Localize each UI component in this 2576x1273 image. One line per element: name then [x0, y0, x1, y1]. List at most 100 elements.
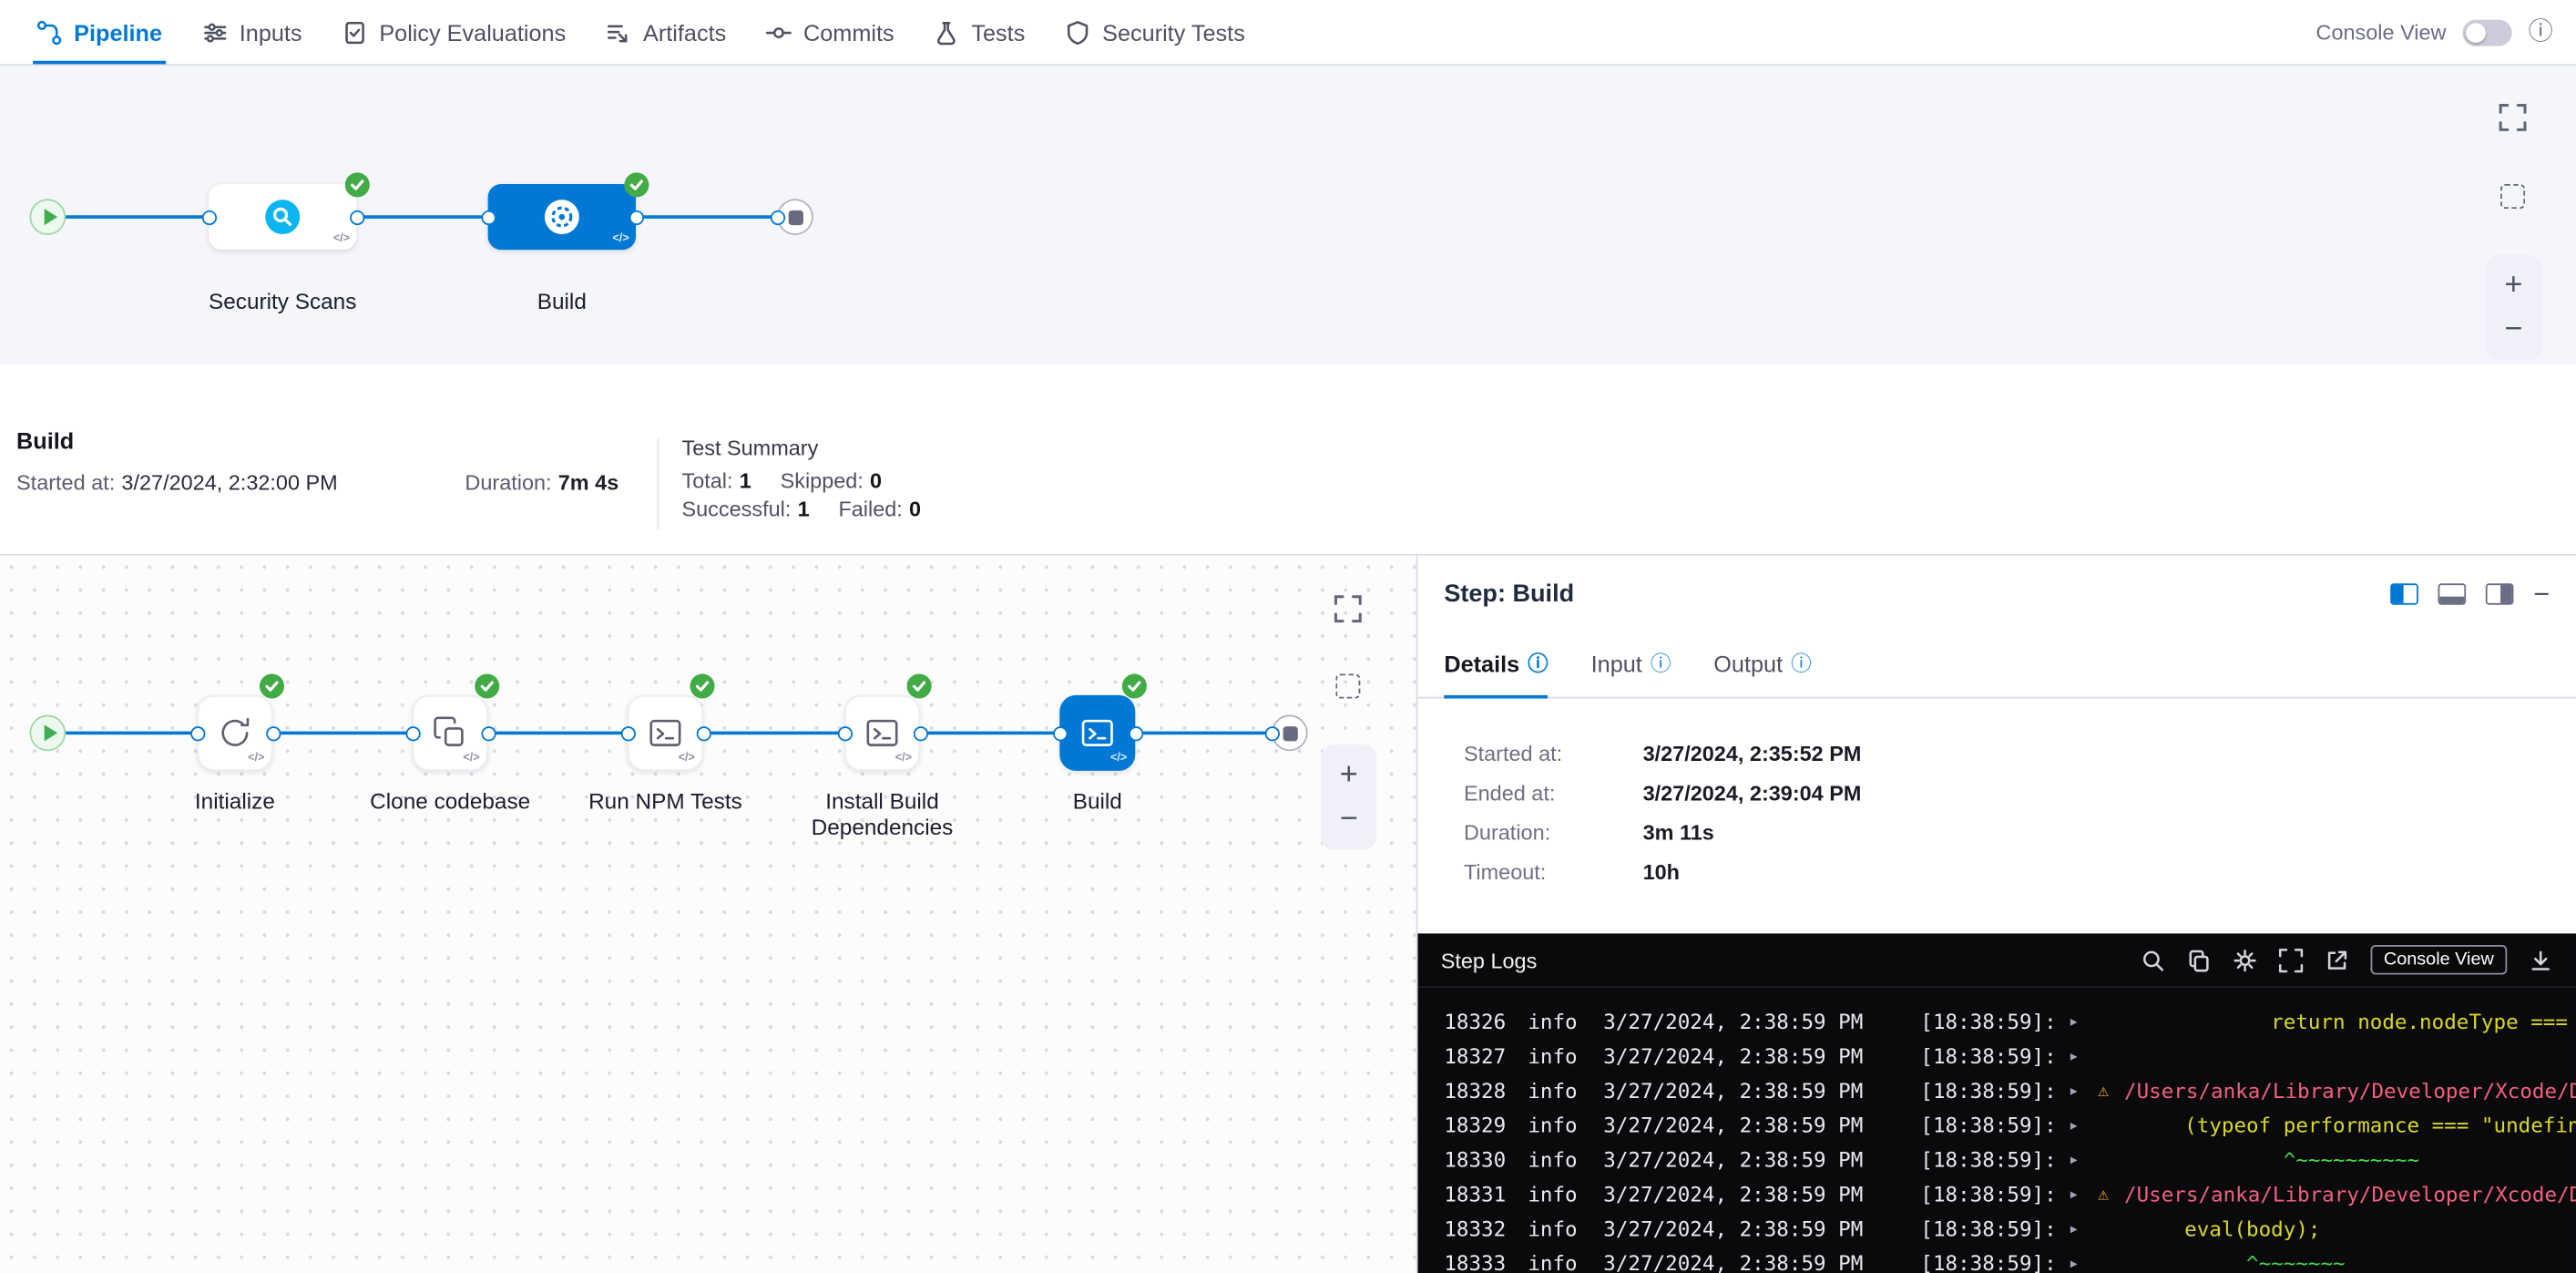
minimize-icon[interactable]: − [2533, 580, 2550, 608]
log-time-tag: [18:38:59]: [1920, 1108, 2068, 1143]
external-link-icon[interactable] [2325, 948, 2349, 972]
step-node-build[interactable]: </> [1059, 695, 1135, 771]
success-badge [690, 673, 714, 698]
layout-bottom-icon[interactable] [2438, 582, 2467, 603]
zoom-in-button[interactable]: + [2504, 269, 2522, 300]
log-line: 18331info3/27/2024, 2:38:59 PM[18:38:59]… [1444, 1176, 2576, 1211]
test-summary-line: Successful:1 Failed:0 [681, 495, 944, 523]
layout-split-icon[interactable] [2390, 582, 2418, 603]
step-graph-canvas[interactable]: </> </> </> </> </> [0, 556, 1416, 1273]
fullscreen-icon[interactable] [2278, 948, 2303, 972]
search-icon[interactable] [2141, 948, 2165, 972]
expand-arrow-icon[interactable]: ▸ [2069, 1246, 2098, 1273]
code-icon: </> [463, 753, 479, 765]
step-label: Initialize [195, 789, 275, 816]
marquee-select-button[interactable] [1335, 673, 1360, 698]
port-dot [1052, 725, 1067, 740]
fullscreen-icon [1334, 595, 1362, 623]
duration: Duration:7m 4s [465, 470, 618, 495]
tab-security-tests[interactable]: Security Tests [1045, 0, 1264, 64]
tab-label: Output [1713, 651, 1783, 677]
log-level: info [1528, 1073, 1603, 1108]
tab-pipeline[interactable]: Pipeline [16, 0, 182, 64]
detail-row: Duration:3m 11s [1464, 820, 2576, 845]
download-icon[interactable] [2529, 948, 2553, 972]
tab-input[interactable]: Input ⓘ [1591, 631, 1671, 697]
log-level: info [1528, 1108, 1603, 1143]
log-line: 18330info3/27/2024, 2:38:59 PM[18:38:59]… [1444, 1142, 2576, 1176]
port-dot [189, 725, 204, 740]
stage-start-node[interactable] [29, 715, 66, 752]
zoom-in-button[interactable]: + [1340, 759, 1358, 790]
expand-arrow-icon[interactable]: ▸ [2069, 1004, 2098, 1039]
tab-policy-evaluations[interactable]: Policy Evaluations [322, 0, 586, 64]
port-dot [629, 210, 643, 224]
log-level: info [1528, 1176, 1603, 1211]
expand-arrow-icon[interactable]: ▸ [2069, 1108, 2098, 1143]
log-content: /Users/anka/Library/Developer/Xcode/De [2124, 1176, 2576, 1211]
layout-right-icon[interactable] [2486, 582, 2514, 603]
info-icon[interactable]: ⓘ [2529, 20, 2553, 45]
log-line-number: 18326 [1444, 1004, 1528, 1039]
tab-details[interactable]: Details ⓘ [1444, 631, 1548, 697]
step-node-initialize[interactable]: </> [197, 695, 272, 771]
play-icon [44, 209, 56, 225]
lower-split: </> </> </> </> </> [0, 556, 2576, 1273]
panel-layout-controls: − [2390, 580, 2550, 608]
fullscreen-button[interactable] [1334, 595, 1362, 631]
log-line-number: 18332 [1444, 1211, 1528, 1246]
log-timestamp: 3/27/2024, 2:38:59 PM [1603, 1039, 1920, 1073]
marquee-select-button[interactable] [2500, 184, 2525, 209]
tab-tests[interactable]: Tests [914, 0, 1045, 64]
expand-arrow-icon[interactable]: ▸ [2069, 1039, 2098, 1073]
gear-icon[interactable] [2233, 948, 2257, 972]
code-icon: </> [248, 753, 264, 765]
step-label: Build [1073, 789, 1122, 816]
initialize-sync-icon [217, 715, 253, 752]
stage-graph-canvas[interactable]: </> </> Security Scans Build + − [0, 66, 2576, 364]
step-node-run-npm-tests[interactable]: </> [628, 695, 703, 771]
test-summary-line: Total:1 Skipped:0 [681, 467, 944, 495]
artifacts-icon [606, 19, 632, 46]
port-dot [265, 725, 280, 740]
info-icon: ⓘ [1528, 653, 1549, 674]
security-scan-stage-icon [263, 197, 302, 236]
expand-arrow-icon[interactable]: ▸ [2069, 1142, 2098, 1176]
tab-artifacts[interactable]: Artifacts [586, 0, 746, 64]
tab-output[interactable]: Output ⓘ [1713, 631, 1811, 697]
zoom-out-button[interactable]: − [1340, 805, 1358, 836]
policy-check-icon [342, 19, 368, 46]
tab-label: Inputs [240, 19, 302, 46]
zoom-out-button[interactable]: − [2504, 314, 2522, 345]
pipeline-start-node[interactable] [29, 199, 66, 235]
log-time-tag: [18:38:59]: [1920, 1246, 2068, 1273]
started-at: Started at:3/27/2024, 2:32:00 PM [16, 470, 338, 495]
copy-icon[interactable] [2186, 948, 2211, 972]
step-node-clone-codebase[interactable]: </> [413, 695, 488, 771]
stage-label: Security Scans [209, 289, 356, 315]
console-view-toggle[interactable] [2463, 19, 2512, 46]
code-icon: </> [613, 233, 629, 245]
log-output[interactable]: 18326info3/27/2024, 2:38:59 PM[18:38:59]… [1417, 988, 2576, 1273]
tab-commits[interactable]: Commits [746, 0, 914, 64]
stage-node-build[interactable]: </> [488, 184, 636, 250]
expand-arrow-icon[interactable]: ▸ [2069, 1211, 2098, 1246]
top-nav: Pipeline Inputs Policy Evaluations Artif… [0, 0, 2576, 66]
success-badge [344, 171, 369, 196]
log-time-tag: [18:38:59]: [1920, 1142, 2068, 1176]
test-summary: Test Summary Total:1 Skipped:0 Successfu… [681, 434, 944, 522]
expand-arrow-icon[interactable]: ▸ [2069, 1073, 2098, 1108]
tab-inputs[interactable]: Inputs [182, 0, 322, 64]
detail-row: Ended at:3/27/2024, 2:39:04 PM [1464, 781, 2576, 806]
port-dot [770, 210, 784, 224]
expand-arrow-icon[interactable]: ▸ [2069, 1176, 2098, 1211]
fullscreen-button[interactable] [2499, 104, 2527, 140]
console-view-button[interactable]: Console View [2370, 945, 2507, 974]
step-node-install-build-dependencies[interactable]: </> [844, 695, 920, 771]
success-badge [475, 673, 499, 698]
stage-label: Build [537, 289, 587, 315]
commits-icon [766, 19, 792, 46]
stage-node-security-scans[interactable]: </> [209, 184, 356, 250]
log-time-tag: [18:38:59]: [1920, 1073, 2068, 1108]
